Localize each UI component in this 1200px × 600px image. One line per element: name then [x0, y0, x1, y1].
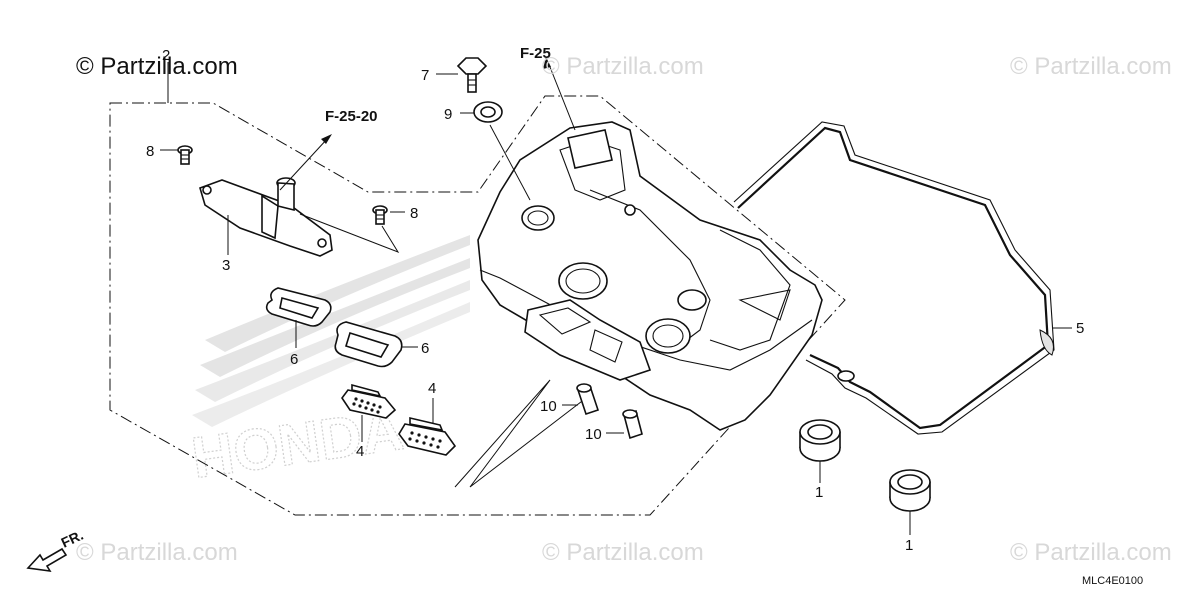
callout-2: 2	[162, 47, 170, 64]
f25-arrow	[547, 61, 576, 131]
bolt-part-8b	[372, 205, 388, 225]
callout-8a: 8	[146, 143, 154, 160]
watermark-bottom-center: © Partzilla.com	[542, 539, 704, 566]
callout-1a: 1	[815, 484, 823, 501]
callout-4b: 4	[428, 380, 436, 397]
bolt-part-7	[456, 57, 488, 93]
plug-seal-part-1a	[799, 419, 841, 462]
reference-f2520: F-25-20	[325, 108, 378, 125]
callout-5: 5	[1076, 320, 1084, 337]
callout-3: 3	[222, 257, 230, 274]
callout-4a: 4	[356, 443, 364, 460]
leader-3-bolt	[299, 213, 400, 254]
seal-part-6a	[265, 287, 332, 327]
callout-9: 9	[444, 106, 452, 123]
bolt-part-8a	[177, 145, 193, 165]
grommet-part-4b	[398, 416, 457, 456]
watermark-bottom-left: © Partzilla.com	[76, 539, 238, 566]
callout-10b: 10	[585, 426, 602, 443]
callout-6a: 6	[290, 351, 298, 368]
diagram-code: MLC4E0100	[1082, 575, 1143, 587]
leader-4-cover	[454, 379, 591, 488]
gasket-part-5	[733, 121, 1055, 435]
dowel-pin-part-10a	[576, 383, 600, 416]
front-direction-arrow-icon	[26, 547, 68, 573]
callout-1b: 1	[905, 537, 913, 554]
callout-8b: 8	[410, 205, 418, 222]
f2520-arrow	[279, 137, 329, 191]
honda-logo-watermark: HONDA	[187, 235, 470, 491]
seal-part-6b	[334, 321, 403, 368]
watermark-main: © Partzilla.com	[76, 53, 238, 80]
f25-arrow-head	[543, 57, 551, 69]
callout-7: 7	[421, 67, 429, 84]
leader-9-cover	[489, 124, 531, 201]
watermark-top-center: © Partzilla.com	[542, 53, 704, 80]
group-outline	[109, 95, 846, 516]
watermark-bottom-right: © Partzilla.com	[1010, 539, 1172, 566]
reference-f25: F-25	[520, 45, 551, 62]
f2520-arrow-head	[321, 134, 332, 144]
dowel-pin-part-10b	[622, 409, 643, 440]
cylinder-head-cover	[477, 121, 823, 431]
breather-cover-part-3	[199, 177, 333, 257]
grommet-part-4a	[341, 383, 397, 419]
callout-6b: 6	[421, 340, 429, 357]
callout-10a: 10	[540, 398, 557, 415]
seal-washer-part-9	[473, 101, 503, 123]
watermark-top-right: © Partzilla.com	[1010, 53, 1172, 80]
plug-seal-part-1b	[889, 469, 931, 512]
